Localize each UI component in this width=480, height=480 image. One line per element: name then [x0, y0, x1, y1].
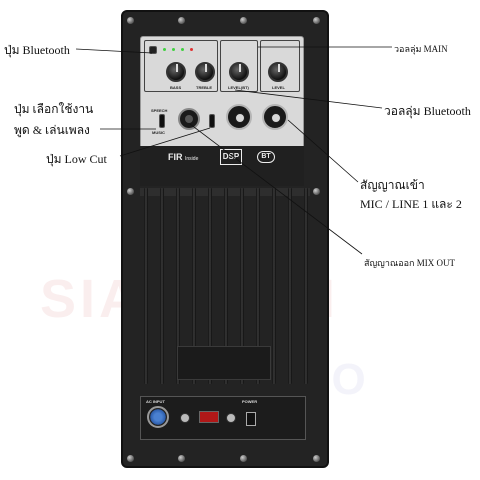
screw-icon — [313, 17, 320, 24]
annotation-main-volume: วอลลุ่ม MAIN — [394, 44, 448, 54]
annotation-mode-select-1: ปุ่ม เลือกใช้งาน — [14, 102, 94, 116]
tone-section — [144, 40, 218, 92]
heatsink-fin — [272, 188, 276, 384]
annotation-input-1: สัญญาณเข้า — [360, 178, 425, 192]
annotation-mix-out: สัญญาณออก MIX OUT — [364, 258, 455, 268]
level-section — [260, 40, 300, 92]
heatsink-fin — [304, 188, 308, 384]
screw-icon — [313, 455, 320, 462]
mic-line-2-input[interactable] — [262, 104, 288, 130]
heatsink-fins — [140, 188, 310, 388]
heatsink-fin — [144, 188, 148, 384]
led-green-icon — [163, 48, 166, 51]
screw-icon — [178, 17, 185, 24]
logo-bar — [140, 146, 304, 186]
music-label: MUSIC — [152, 130, 165, 135]
led-red-icon — [190, 48, 193, 51]
speech-music-switch[interactable] — [159, 114, 165, 128]
fuse-holder-icon[interactable] — [226, 413, 236, 423]
screw-icon — [127, 188, 134, 195]
leader-bluetooth-button — [75, 48, 153, 54]
screw-icon — [178, 455, 185, 462]
bass-knob[interactable] — [166, 62, 186, 82]
bluetooth-logo-icon: BT — [257, 151, 275, 163]
annotation-mode-select-2: พูด & เล่นเพลง — [14, 123, 90, 137]
heatsink-fin — [160, 188, 164, 384]
heatsink-fin — [240, 188, 244, 384]
heatsink-fin — [192, 188, 196, 384]
annotation-input-2: MIC / LINE 1 และ 2 — [360, 197, 462, 211]
bass-label: BASS — [170, 85, 182, 90]
leader-mix-out — [189, 123, 363, 255]
level-label: LEVEL — [272, 85, 285, 90]
level-knob[interactable] — [268, 62, 288, 82]
heatsink-fin — [224, 188, 228, 384]
screw-icon — [127, 455, 134, 462]
screw-icon — [127, 17, 134, 24]
screw-icon — [240, 455, 247, 462]
heatsink-fin — [288, 188, 292, 384]
power-label: POWER — [242, 399, 258, 404]
vent-plate — [177, 346, 271, 380]
led-green-icon — [181, 48, 184, 51]
ac-input-label: AC INPUT — [146, 399, 165, 404]
heatsink-fin — [256, 188, 260, 384]
annotation-low-cut: ปุ่ม Low Cut — [46, 152, 107, 166]
level-bt-knob[interactable] — [229, 62, 249, 82]
annotation-bluetooth-volume: วอลลุ่ม Bluetooth — [384, 104, 471, 118]
fuse-holder-icon[interactable] — [180, 413, 190, 423]
power-switch[interactable] — [246, 412, 256, 426]
level-bt-section — [220, 40, 258, 92]
dsp-logo: DSP — [220, 149, 242, 165]
bluetooth-button[interactable] — [149, 46, 157, 54]
level-bt-label: LEVEL(BT) — [228, 85, 249, 90]
mic-line-1-input[interactable] — [226, 104, 252, 130]
speech-label: SPEECH — [151, 108, 168, 113]
fir-logo: FIR Inside — [168, 152, 199, 162]
ac-input-connector[interactable] — [147, 406, 169, 428]
mix-out-jack[interactable] — [178, 108, 200, 130]
voltage-selector[interactable] — [199, 411, 219, 423]
screw-icon — [240, 17, 247, 24]
treble-knob[interactable] — [195, 62, 215, 82]
leader-bluetooth-volume — [234, 89, 383, 109]
annotation-bluetooth-button: ปุ่ม Bluetooth — [4, 43, 70, 57]
heatsink-fin — [208, 188, 212, 384]
led-green-icon — [172, 48, 175, 51]
heatsink-fin — [176, 188, 180, 384]
screw-icon — [313, 188, 320, 195]
treble-label: TREBLE — [196, 85, 212, 90]
low-cut-switch[interactable] — [209, 114, 215, 128]
leader-mic-line — [287, 119, 359, 183]
leader-low-cut — [119, 127, 211, 157]
